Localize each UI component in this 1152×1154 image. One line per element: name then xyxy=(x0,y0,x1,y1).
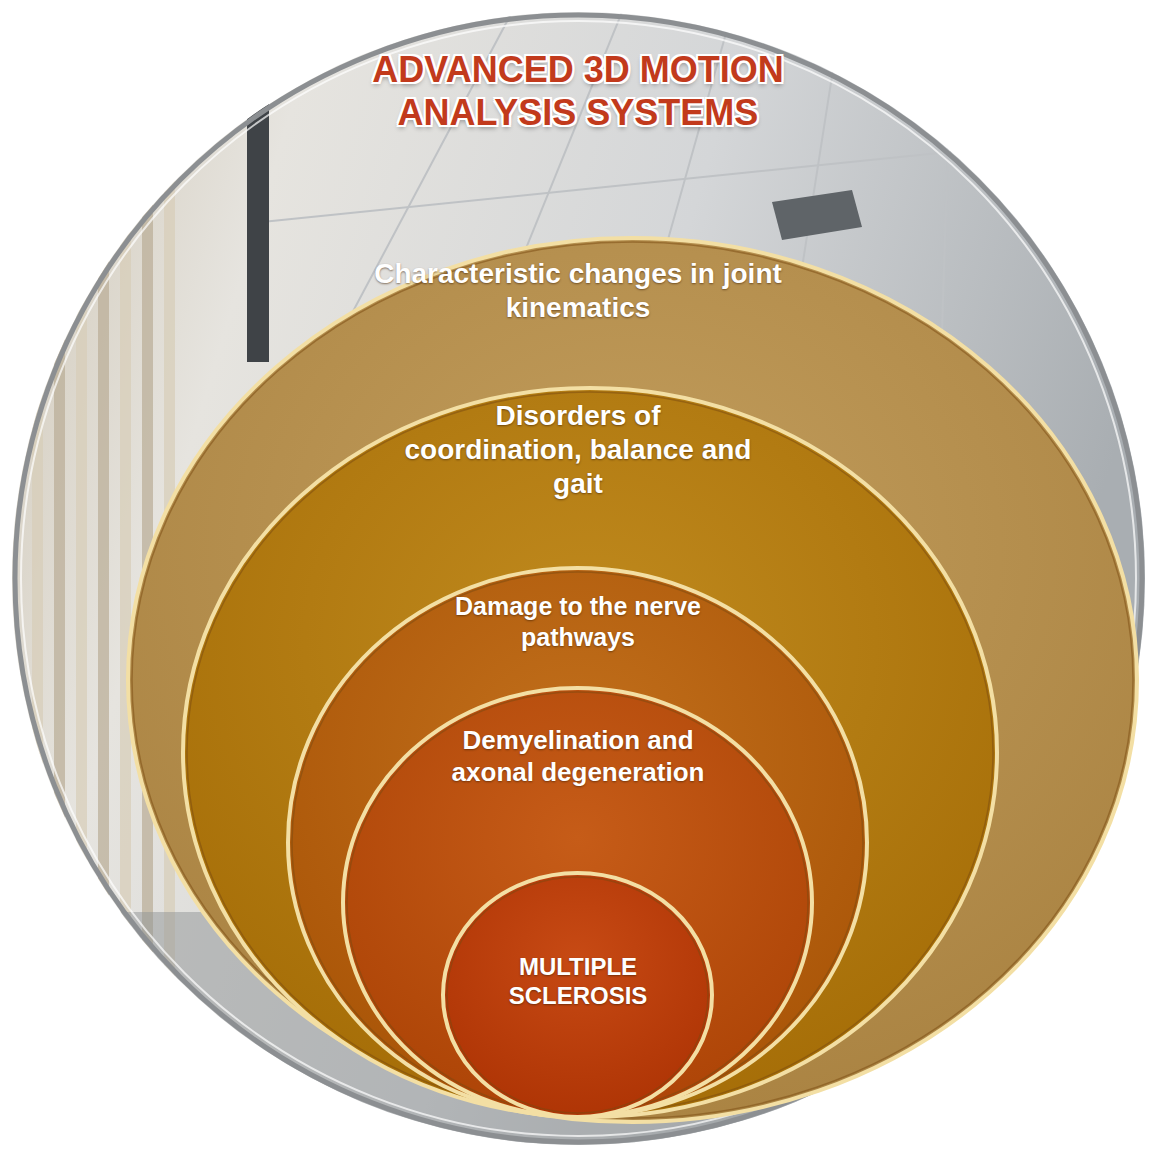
circle-label: MULTIPLE SCLEROSIS xyxy=(473,952,683,1011)
circle-label: Characteristic changes in joint kinemati… xyxy=(358,257,798,325)
kinematics-circle: Characteristic changes in joint kinemati… xyxy=(125,235,1140,1125)
circle-label: Damage to the nerve pathways xyxy=(438,591,718,652)
coordination-circle: Disorders of coordination, balance and g… xyxy=(180,385,1000,1120)
ms-circle: MULTIPLE SCLEROSIS xyxy=(440,870,715,1120)
circle-label: Disorders of coordination, balance and g… xyxy=(403,399,753,501)
demyelination-circle: Demyelination and axonal degenerationMUL… xyxy=(340,685,815,1120)
nerve-circle: Damage to the nerve pathwaysDemyelinatio… xyxy=(285,565,870,1120)
circle-label: Demyelination and axonal degeneration xyxy=(433,725,723,788)
photo-circle: ADVANCED 3D MOTION ANALYSIS SYSTEMS Chara… xyxy=(12,12,1145,1145)
title-text: ADVANCED 3D MOTION ANALYSIS SYSTEMS xyxy=(358,48,798,134)
